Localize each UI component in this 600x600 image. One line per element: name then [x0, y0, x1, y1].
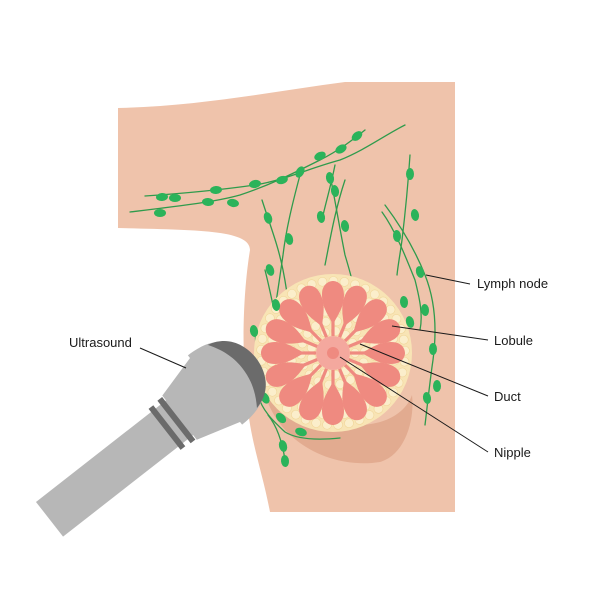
fat-cell	[339, 277, 350, 287]
leader-lobule	[391, 325, 489, 341]
fat-cell	[317, 276, 328, 287]
lymph-node	[410, 209, 420, 221]
lobule	[348, 319, 401, 348]
lymph-node	[433, 380, 441, 392]
lobules	[261, 281, 405, 425]
lymph-node	[276, 175, 288, 185]
lymph-node	[415, 266, 425, 278]
lymph-node	[227, 198, 239, 208]
leader-nipple	[339, 356, 489, 453]
lobule	[343, 299, 387, 343]
lymph-node	[392, 230, 402, 242]
lymph-node	[284, 233, 294, 245]
fat-cell	[398, 334, 409, 345]
lobule	[348, 358, 401, 387]
lymph-node	[405, 316, 415, 328]
lobule	[322, 370, 344, 425]
label-duct: Duct	[494, 389, 521, 404]
lobule	[299, 368, 328, 421]
lymph-node	[249, 179, 261, 189]
label-nipple: Nipple	[494, 445, 531, 460]
lymph-node	[295, 427, 307, 437]
lymph-node	[340, 220, 350, 232]
probe-handle	[35, 397, 198, 537]
lymph-node	[420, 304, 430, 316]
lymph-node	[330, 185, 340, 197]
lymph-node	[316, 211, 326, 223]
lymph-node	[210, 185, 222, 195]
lymph-node	[265, 264, 275, 276]
fat-cell	[287, 289, 297, 299]
label-lobule: Lobule	[494, 333, 533, 348]
lobule	[279, 363, 323, 407]
fat-cell	[369, 289, 380, 300]
nipple	[327, 347, 339, 359]
breast-shadow	[262, 380, 413, 464]
fat-cell	[291, 409, 301, 420]
lymph-node	[295, 166, 305, 178]
fat-cell	[267, 386, 278, 397]
lobule	[343, 363, 387, 407]
lymph-node	[154, 209, 166, 217]
lymph-node	[271, 299, 281, 311]
lymph-node	[275, 412, 287, 424]
lymph-node	[325, 172, 335, 184]
lobule	[265, 319, 318, 348]
lymph-node	[202, 197, 214, 207]
lymph-node	[406, 168, 414, 180]
fat-cell	[344, 418, 354, 429]
lymph-node	[156, 192, 168, 202]
ultrasound-probe-icon	[35, 341, 266, 537]
lobule	[279, 299, 323, 343]
lymph-vessels	[129, 124, 436, 461]
lymph-node	[335, 144, 347, 154]
lobule	[265, 358, 318, 387]
lobule	[322, 281, 344, 336]
lobule	[338, 368, 367, 421]
label-ultrasound: Ultrasound	[69, 335, 132, 350]
probe-band-1	[148, 405, 186, 450]
lobule	[299, 285, 328, 338]
leader-lymph-node	[425, 274, 471, 285]
leader-duct	[359, 343, 489, 397]
fat-cell	[311, 418, 321, 428]
lymph-node	[314, 151, 326, 161]
lymph-node	[263, 212, 273, 224]
lobule	[338, 285, 367, 338]
lymph-node	[399, 296, 409, 308]
probe-tip	[207, 341, 266, 408]
fat-cell	[385, 304, 396, 315]
lymph-node	[280, 455, 290, 467]
label-lymph-node: Lymph node	[477, 276, 548, 291]
lymph-node	[429, 343, 437, 355]
fat-cell	[257, 334, 268, 344]
lymph-node	[351, 131, 363, 141]
lymph-node	[278, 440, 288, 452]
lymph-node	[249, 325, 259, 337]
probe-band-2	[157, 397, 196, 444]
lymph-node	[422, 392, 432, 404]
leader-ultrasound	[139, 347, 187, 369]
probe-neck	[162, 353, 245, 440]
lymph-node	[169, 194, 181, 202]
lobule	[261, 342, 316, 364]
